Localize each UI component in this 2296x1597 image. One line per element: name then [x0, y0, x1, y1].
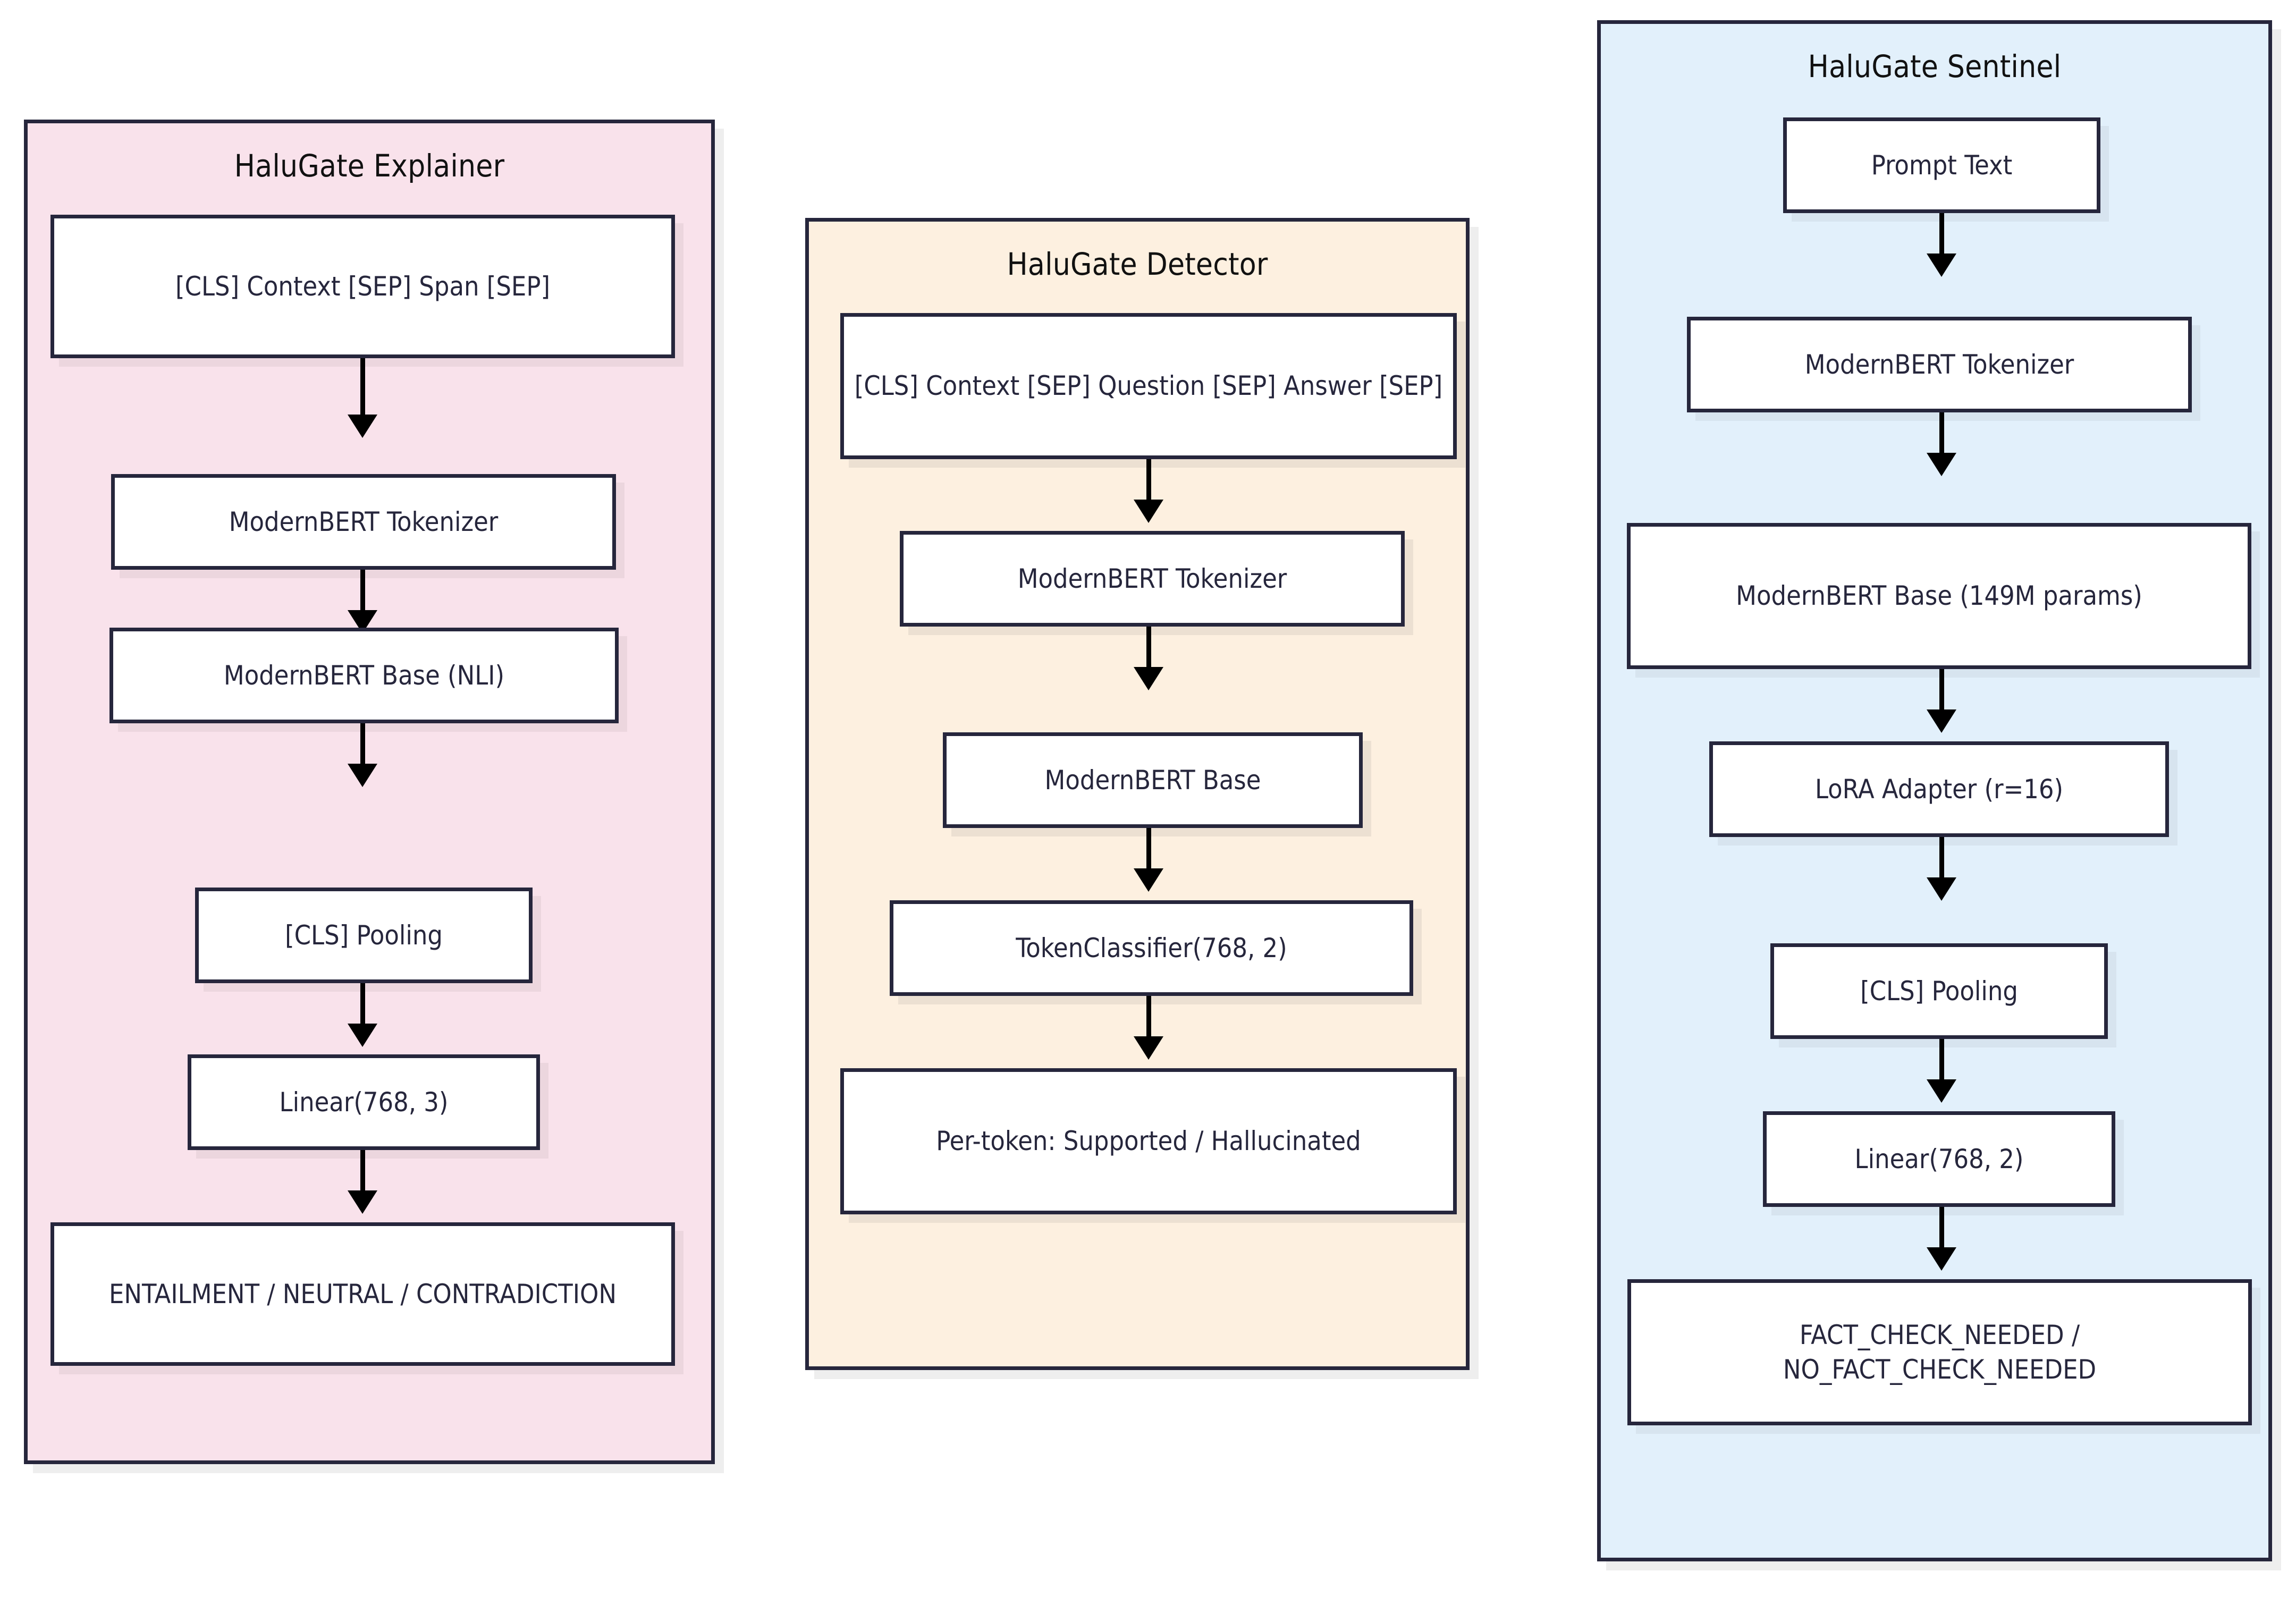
edge-arrowhead	[1134, 868, 1163, 892]
edge-line	[1146, 627, 1151, 673]
edge-arrowhead	[1134, 1036, 1163, 1060]
edge-line	[1939, 412, 1944, 459]
edge-arrowhead	[348, 415, 377, 438]
node-detector-base[interactable]: ModernBERT Base	[943, 732, 1363, 828]
node-detector-input[interactable]: [CLS] Context [SEP] Question [SEP] Answe…	[840, 313, 1457, 459]
edge-arrowhead	[1134, 667, 1163, 690]
edge-arrowhead	[1134, 500, 1163, 523]
edge-line	[1939, 669, 1944, 716]
edge-line	[1146, 996, 1151, 1043]
edge-arrowhead	[1927, 254, 1956, 277]
node-explainer-output[interactable]: ENTAILMENT / NEUTRAL / CONTRADICTION	[50, 1222, 675, 1366]
edge-arrowhead	[1927, 709, 1956, 733]
node-sentinel-tokenizer[interactable]: ModernBERT Tokenizer	[1687, 317, 2192, 412]
edge-line	[360, 983, 365, 1030]
explainer-title: HaluGate Explainer	[234, 148, 505, 184]
edge-line	[360, 358, 365, 421]
edge-arrowhead	[1927, 1079, 1956, 1103]
edge-arrowhead	[348, 1190, 377, 1214]
node-explainer-input[interactable]: [CLS] Context [SEP] Span [SEP]	[50, 215, 675, 358]
node-sentinel-base[interactable]: ModernBERT Base (149M params)	[1627, 523, 2251, 669]
node-detector-output[interactable]: Per-token: Supported / Hallucinated	[840, 1068, 1457, 1214]
node-explainer-base[interactable]: ModernBERT Base (NLI)	[109, 628, 619, 723]
node-detector-tokenizer[interactable]: ModernBERT Tokenizer	[900, 531, 1405, 627]
edge-line	[1146, 828, 1151, 875]
edge-line	[1939, 1207, 1944, 1254]
edge-line	[1939, 213, 1944, 260]
node-sentinel-lora[interactable]: LoRA Adapter (r=16)	[1709, 741, 2169, 837]
edge-arrowhead	[1927, 453, 1956, 476]
detector-title: HaluGate Detector	[1007, 246, 1268, 282]
node-sentinel-output[interactable]: FACT_CHECK_NEEDED / NO_FACT_CHECK_NEEDED	[1627, 1279, 2252, 1425]
node-explainer-pooling[interactable]: [CLS] Pooling	[195, 888, 533, 983]
node-sentinel-pooling[interactable]: [CLS] Pooling	[1770, 943, 2108, 1039]
edge-line	[1939, 837, 1944, 884]
edge-line	[360, 723, 365, 770]
node-explainer-linear[interactable]: Linear(768, 3)	[188, 1054, 540, 1150]
edge-line	[360, 1150, 365, 1197]
node-sentinel-linear[interactable]: Linear(768, 2)	[1763, 1111, 2115, 1207]
edge-arrowhead	[1927, 1247, 1956, 1271]
edge-arrowhead	[1927, 877, 1956, 901]
edge-line	[1939, 1039, 1944, 1086]
node-detector-tokenclassifier[interactable]: TokenClassifier(768, 2)	[890, 900, 1413, 996]
sentinel-title: HaluGate Sentinel	[1808, 48, 2062, 85]
edge-arrowhead	[348, 764, 377, 787]
edge-line	[1146, 459, 1151, 506]
node-explainer-tokenizer[interactable]: ModernBERT Tokenizer	[111, 474, 616, 570]
edge-arrowhead	[348, 1024, 377, 1047]
edge-line	[360, 570, 365, 616]
node-sentinel-input[interactable]: Prompt Text	[1783, 117, 2100, 213]
